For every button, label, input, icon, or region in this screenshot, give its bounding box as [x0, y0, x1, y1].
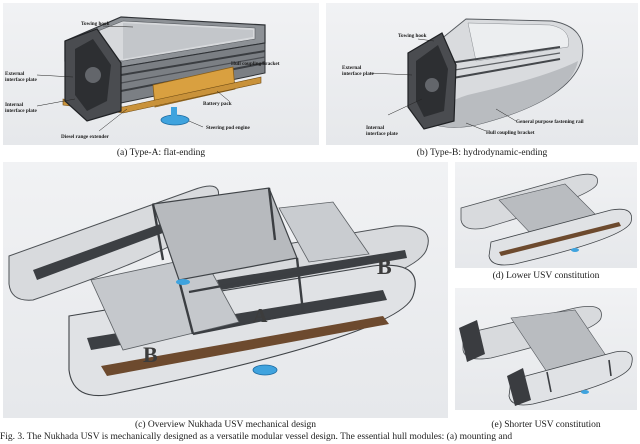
label-hull-bracket-b: Hull coupling bracket [486, 130, 535, 136]
label-steering-pod: Steering pod engine [206, 125, 251, 131]
label-diesel-extender: Diesel range extender [61, 134, 110, 140]
label-external-plate-b-line1: External [342, 65, 362, 71]
label-internal-plate-b: Internal interface plate [366, 125, 399, 137]
figure-caption: Fig. 3. The Nukhada USV is mechanically … [0, 432, 513, 442]
label-internal-plate-b-line1: Internal [366, 125, 385, 131]
label-hull-bracket-a: Hull coupling bracket [231, 61, 280, 67]
caption-e: (e) Shorter USV constitution [491, 420, 601, 430]
hull-letter-b-back: B [377, 254, 392, 279]
label-external-plate-b: External interface plate [342, 65, 375, 77]
label-towing-hook-a: Towing hook [81, 21, 110, 27]
lower-usv-render [460, 173, 632, 266]
hull-letter-a: A [253, 305, 268, 327]
label-external-plate-a-line1: External [5, 71, 25, 77]
panel-b-image: Towing hook External interface plate Int… [326, 3, 638, 145]
panel-d-image [455, 162, 637, 268]
label-fastening-rail: General purpose fastening rail [516, 119, 584, 125]
type-a-module-render: Towing hook External interface plate Int… [5, 16, 280, 140]
type-b-module-render: Towing hook External interface plate Int… [342, 18, 584, 137]
shorter-usv-render [459, 305, 633, 406]
label-internal-plate-a-line2: interface plate [5, 108, 38, 114]
label-internal-plate-a-line1: Internal [5, 102, 24, 108]
label-internal-plate-b-line2: interface plate [366, 131, 399, 137]
overview-catamaran-render: B A B [8, 185, 429, 397]
caption-b: (b) Type-B: hydrodynamic-ending [416, 148, 548, 158]
panel-c-image: B A B [3, 162, 448, 418]
caption-d: (d) Lower USV constitution [492, 271, 600, 281]
hull-letter-b-front: B [143, 342, 158, 367]
label-internal-plate-a: Internal interface plate [5, 102, 38, 114]
label-external-plate-a-line2: interface plate [5, 77, 38, 83]
label-battery-pack: Battery pack [203, 101, 232, 107]
label-external-plate-b-line2: interface plate [342, 71, 375, 77]
caption-a: (a) Type-A: flat-ending [116, 148, 206, 158]
panel-a-image: Towing hook External interface plate Int… [3, 3, 319, 145]
caption-c: (c) Overview Nukhada USV mechanical desi… [134, 420, 317, 430]
label-external-plate-a: External interface plate [5, 71, 38, 83]
label-towing-hook-b: Towing hook [398, 33, 427, 39]
panel-e-image [455, 288, 637, 410]
